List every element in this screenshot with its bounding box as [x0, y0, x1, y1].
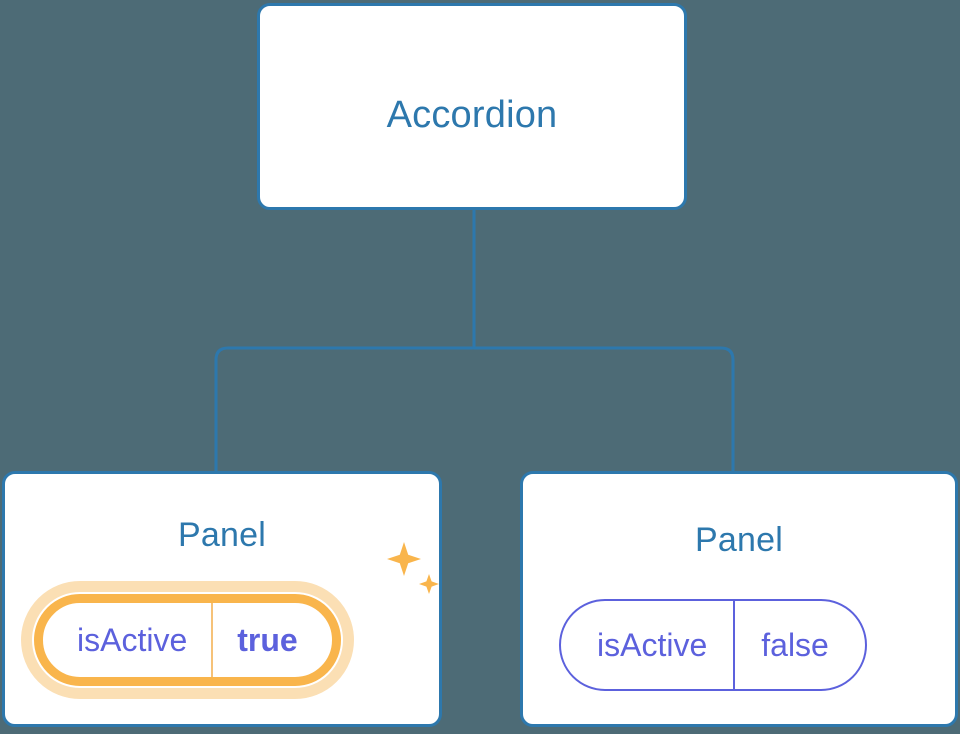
node-accordion-title: Accordion	[386, 94, 558, 136]
node-panel-active-title: Panel	[178, 516, 266, 554]
prop-value: true	[211, 603, 331, 677]
prop-pill-glow-ring	[21, 581, 354, 699]
prop-pill-is-active-false[interactable]: isActive false	[559, 599, 867, 691]
prop-key: isActive	[597, 626, 708, 663]
prop-key: isActive	[77, 621, 188, 658]
prop-pill-is-active-true[interactable]: isActive true	[21, 581, 354, 699]
node-panel-inactive-title: Panel	[695, 521, 783, 559]
connector-branch-right	[472, 346, 735, 473]
node-panel-active[interactable]: Panel isActive true	[2, 471, 442, 727]
connector-branch-left	[214, 346, 476, 473]
prop-value: false	[733, 601, 865, 689]
node-panel-inactive[interactable]: Panel isActive false	[520, 471, 958, 727]
node-accordion[interactable]: Accordion	[257, 3, 687, 210]
